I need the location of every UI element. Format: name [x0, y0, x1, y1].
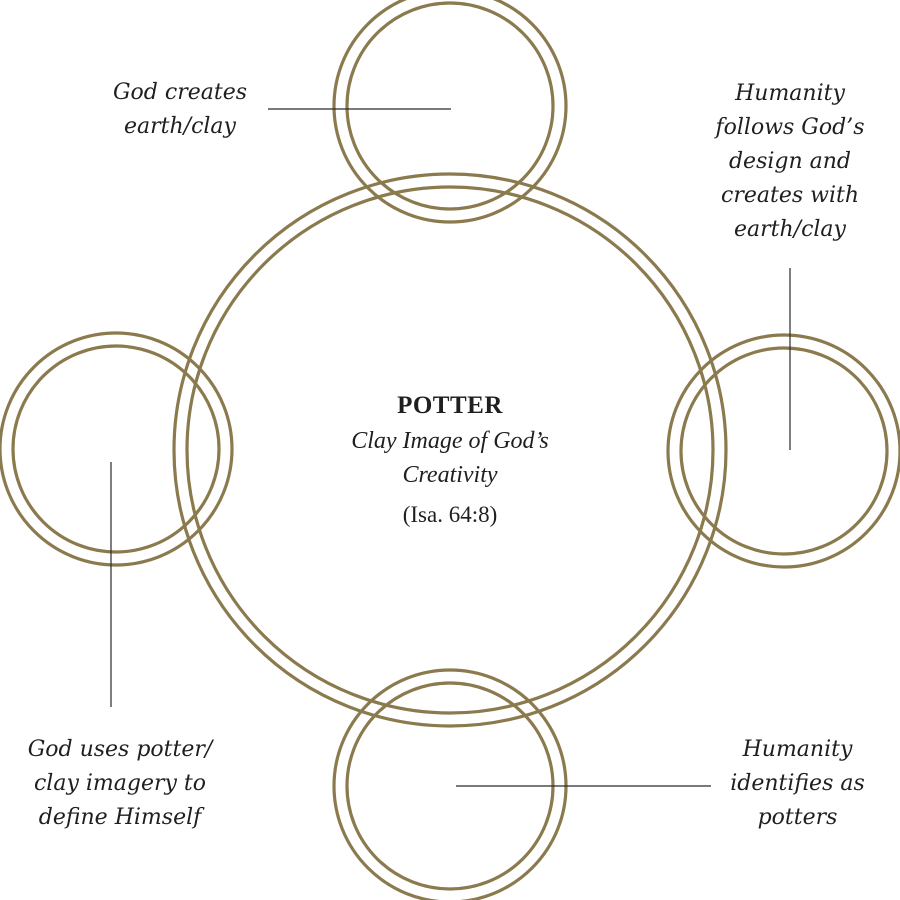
label-line: creates with: [721, 183, 859, 208]
label-line: God creates: [112, 80, 248, 105]
left-ring-inner: [11, 344, 221, 554]
center-subtitle-line2: Creativity: [402, 462, 498, 488]
label-line: follows God’s: [715, 115, 865, 140]
right-ring-inner: [679, 346, 889, 556]
label-bottom-right: Humanity identifies as potters: [715, 733, 880, 835]
label-top-right: Humanity follows God’s design and create…: [705, 77, 875, 247]
label-line: earth/clay: [734, 217, 846, 242]
label-line: earth/clay: [124, 114, 236, 139]
label-line: Humanity: [735, 81, 845, 106]
center-reference: (Isa. 64:8): [402, 502, 498, 527]
label-line: potters: [757, 805, 838, 830]
center-text: POTTER Clay Image of God’s Creativity (I…: [300, 388, 600, 532]
right-ring-outer: [666, 333, 900, 569]
label-line: clay imagery to: [33, 771, 207, 796]
label-top-left: God creates earth/clay: [100, 76, 260, 144]
label-bottom-left: God uses potter/ clay imagery to define …: [10, 733, 230, 835]
main-ring-outer: [172, 172, 728, 728]
center-title: POTTER: [397, 392, 503, 419]
main-ring-inner: [185, 185, 715, 715]
center-subtitle-line1: Clay Image of God’s: [351, 428, 549, 454]
top-ring-outer: [332, 0, 568, 224]
label-line: identifies as: [730, 771, 865, 796]
left-ring-outer: [0, 331, 234, 567]
label-line: design and: [728, 149, 852, 174]
top-ring-inner: [345, 1, 555, 211]
bottom-ring-outer: [332, 668, 568, 900]
label-line: Humanity: [742, 737, 853, 762]
label-line: define Himself: [38, 805, 202, 830]
label-line: God uses potter/: [27, 737, 213, 762]
